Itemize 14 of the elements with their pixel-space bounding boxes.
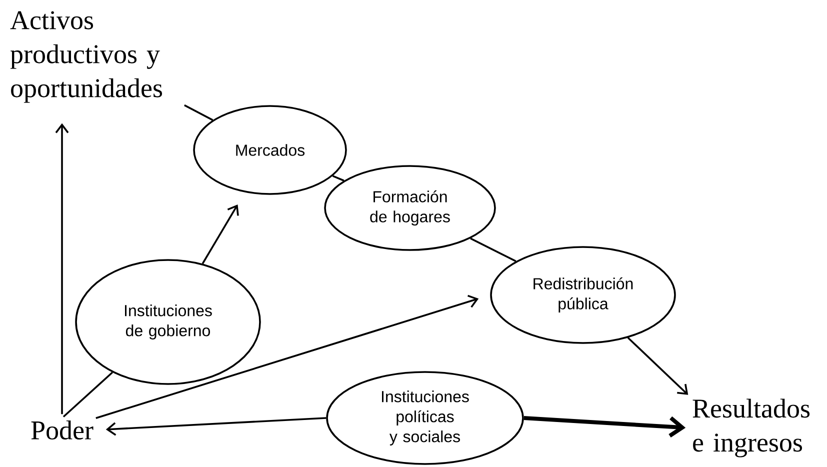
ellipse-node: Instituciones de gobierno — [75, 259, 261, 385]
ellipse-node: Redistribución pública — [490, 246, 676, 344]
arrow — [106, 417, 326, 436]
arrow — [524, 416, 686, 438]
text-label: Activos productivos y oportunidades — [10, 11, 162, 103]
arrow — [55, 123, 69, 414]
arrow — [96, 294, 479, 419]
ellipse-node: Formación de hogares — [324, 165, 496, 251]
arrow — [627, 337, 688, 395]
ellipse-node: Instituciones políticas y sociales — [326, 371, 524, 465]
arrow — [202, 204, 239, 264]
text-label: Resultados e ingresos — [692, 398, 810, 458]
ellipse-node: Mercados — [193, 105, 347, 195]
text-label: Poder — [31, 420, 94, 440]
